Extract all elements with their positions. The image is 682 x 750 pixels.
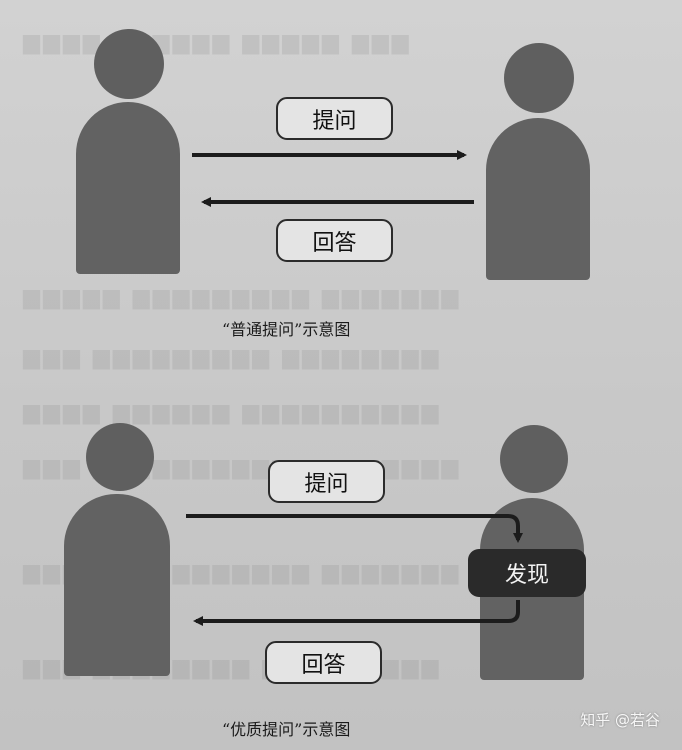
ask-arrow	[186, 514, 523, 543]
person-head	[504, 43, 574, 113]
answer-label: 回答	[265, 641, 382, 684]
ask-label: 提问	[268, 460, 385, 503]
figure-caption: “普通提问”示意图	[222, 320, 351, 339]
answer-label: 回答	[276, 219, 393, 262]
person-body	[486, 118, 590, 280]
ask-label: 提问	[276, 97, 393, 140]
answer-arrow	[193, 600, 520, 626]
discover-label: 发现	[468, 549, 586, 597]
figure-caption: “优质提问”示意图	[222, 720, 351, 739]
watermark-text: 知乎 @若谷	[580, 711, 660, 729]
person-head	[500, 425, 568, 493]
zhihu-watermark: 知乎 @若谷	[580, 709, 660, 730]
person-head	[94, 29, 164, 99]
person-body	[76, 102, 180, 274]
person-body	[64, 494, 170, 676]
person-head	[86, 423, 154, 491]
